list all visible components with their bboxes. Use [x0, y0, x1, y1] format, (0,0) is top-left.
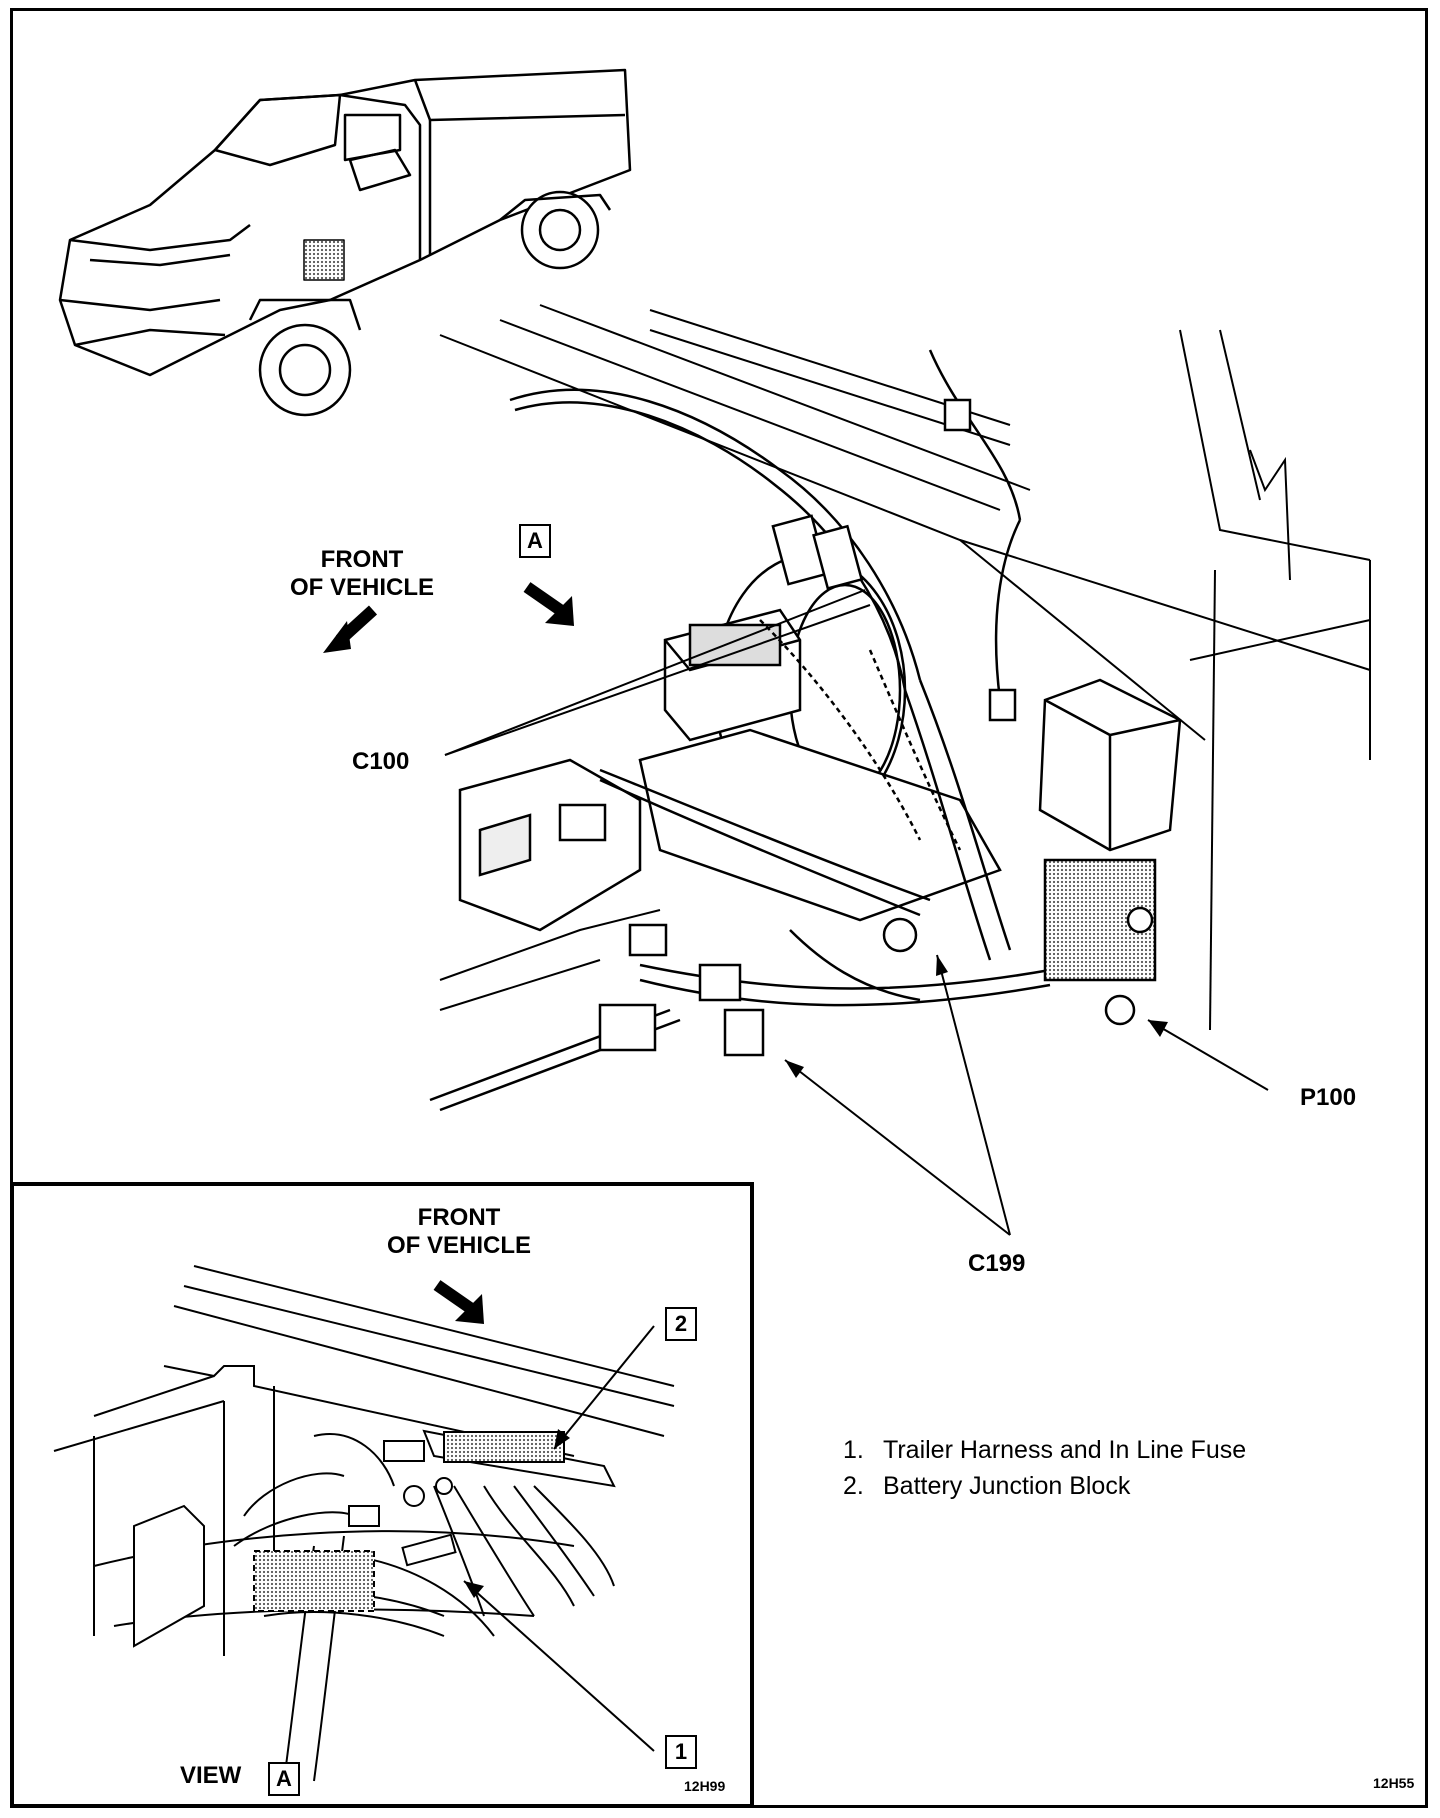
p100-label: P100 [1300, 1084, 1357, 1111]
front-arrow-main [323, 605, 378, 653]
inset-illustration [53, 1265, 675, 1782]
front-arrow-inset [433, 1280, 484, 1324]
c199-leader-1 [936, 954, 1011, 1236]
main-figure-code: 12H55 [1373, 1775, 1415, 1791]
view-a-inset: FRONT OF VEHICLE 2 1 VIEW A 12H99 [10, 1182, 754, 1808]
c100-leader-1 [444, 589, 866, 756]
callout-1-arrowhead [464, 1581, 484, 1598]
c100-label: C100 [352, 748, 410, 775]
view-a-marker-main: A [519, 524, 551, 558]
view-a-marker-inset: A [268, 1762, 300, 1796]
c199-arrowhead-1 [936, 955, 948, 976]
battery-location-highlight [303, 239, 345, 281]
c199-arrowhead-2 [785, 1060, 804, 1078]
p100-leader [1147, 1019, 1269, 1091]
view-word: VIEW [180, 1762, 242, 1789]
p100-arrowhead [1148, 1020, 1168, 1037]
callout-1-leader [463, 1580, 655, 1752]
truck-illustration [58, 68, 632, 417]
connector-shapes [558, 398, 1157, 1057]
inset-front-label-line2: OF VEHICLE [386, 1232, 531, 1259]
inset-front-label: FRONT OF VEHICLE [369, 1204, 549, 1260]
legend-item-number: 2. [843, 1472, 864, 1500]
inset-leader-lines [463, 1325, 655, 1752]
legend-item-text: Trailer Harness and In Line Fuse [883, 1436, 1247, 1464]
callout-2-box: 2 [665, 1307, 697, 1341]
main-front-label: FRONT OF VEHICLE [262, 546, 462, 602]
view-a-arrow [523, 582, 574, 626]
legend-item-number: 1. [843, 1436, 864, 1464]
legend: 1. Trailer Harness and In Line Fuse 2. Bat… [843, 1432, 1246, 1504]
callout-2-arrowhead [554, 1429, 570, 1449]
brake-booster [458, 553, 1002, 932]
inset-figure-code: 12H99 [684, 1778, 726, 1794]
legend-item-text: Battery Junction Block [883, 1472, 1131, 1500]
callout-1-box: 1 [665, 1735, 697, 1769]
engine-bay-lines [439, 304, 1371, 1031]
legend-item-1: 1. Trailer Harness and In Line Fuse [843, 1432, 1246, 1468]
main-front-label-line2: OF VEHICLE [289, 574, 434, 601]
inset-front-label-line1: FRONT [417, 1204, 501, 1231]
c100-leader-2 [444, 604, 871, 756]
legend-item-2: 2. Battery Junction Block [843, 1468, 1246, 1504]
leader-lines [444, 589, 1269, 1236]
c199-leader-2 [784, 1059, 1011, 1236]
control-module [1038, 678, 1182, 852]
main-front-label-line1: FRONT [320, 546, 404, 573]
c199-label: C199 [968, 1250, 1026, 1277]
view-a-label: VIEW [180, 1762, 241, 1790]
callout-2-leader [553, 1325, 655, 1450]
